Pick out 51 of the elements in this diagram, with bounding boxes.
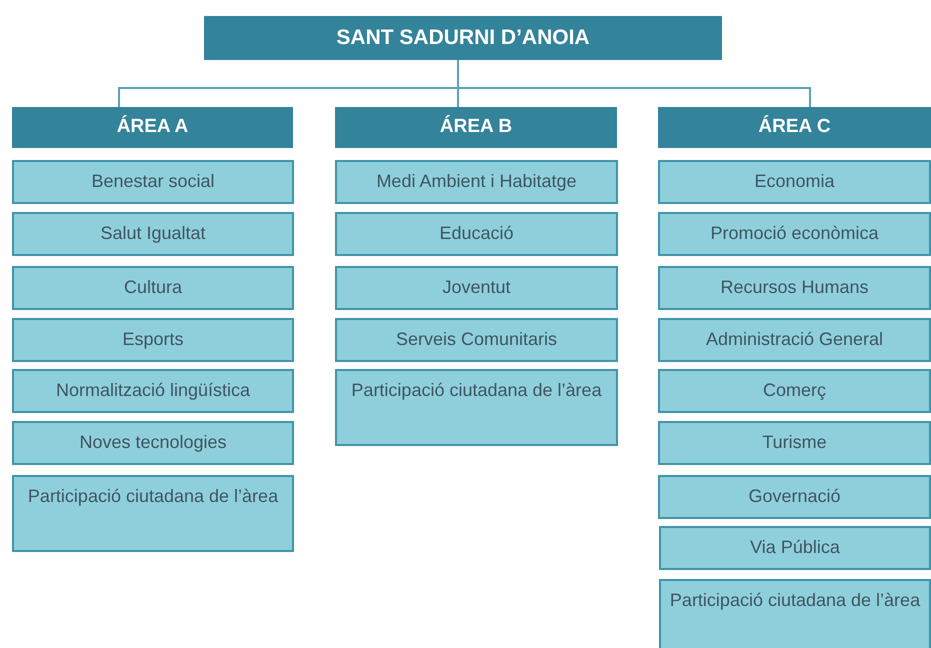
department-box — [335, 318, 618, 362]
box-label: Participació ciutadana de l’àrea — [670, 589, 920, 612]
box-label: SANT SADURNI D’ANOIA — [336, 25, 590, 52]
department-box — [658, 318, 931, 362]
department-box — [335, 160, 618, 204]
department-box — [12, 421, 294, 465]
department-box — [12, 318, 294, 362]
department-box — [659, 579, 931, 648]
area-header-box — [658, 107, 931, 148]
box-label: Participació ciutadana de l’àrea — [28, 485, 278, 508]
root-box — [204, 16, 722, 60]
box-label: Governació — [748, 485, 841, 508]
box-label: Normalització lingüística — [56, 379, 250, 402]
department-box — [658, 421, 931, 465]
box-label: Medi Ambient i Habitatge — [376, 170, 577, 193]
box-label: Serveis Comunitaris — [396, 328, 558, 351]
connector-line — [457, 60, 811, 107]
box-label: Cultura — [124, 276, 182, 299]
department-box — [12, 266, 294, 310]
department-box — [12, 212, 294, 256]
department-box — [658, 212, 931, 256]
department-box — [335, 212, 618, 256]
box-label: ÁREA A — [116, 114, 188, 140]
box-label: Economia — [754, 170, 835, 193]
box-label: Administració General — [706, 328, 884, 351]
department-box — [12, 369, 294, 413]
box-label: Turisme — [762, 431, 827, 454]
department-box — [335, 369, 618, 446]
box-label: Recursos Humans — [720, 276, 869, 299]
box-label: ÁREA C — [758, 114, 831, 140]
department-box — [659, 526, 931, 570]
box-label: Noves tecnologies — [79, 431, 227, 454]
box-label: Joventut — [442, 276, 511, 299]
area-header-box — [335, 107, 617, 148]
box-label: Esports — [122, 328, 184, 351]
department-box — [658, 475, 931, 519]
box-label: Comerç — [762, 379, 826, 402]
department-box — [658, 266, 931, 310]
box-label: Participació ciutadana de l’àrea — [351, 379, 602, 402]
department-box — [12, 475, 294, 552]
box-label: ÁREA B — [440, 114, 512, 140]
department-box — [658, 369, 931, 413]
box-label: Benestar social — [91, 170, 215, 193]
box-label: Via Pública — [750, 536, 840, 559]
box-label: Educació — [439, 222, 514, 245]
department-box — [12, 160, 294, 204]
area-header-box — [12, 107, 293, 148]
department-box — [658, 160, 931, 204]
department-box — [335, 266, 618, 310]
box-label: Salut Igualtat — [100, 222, 206, 245]
box-label: Promoció econòmica — [710, 222, 879, 245]
